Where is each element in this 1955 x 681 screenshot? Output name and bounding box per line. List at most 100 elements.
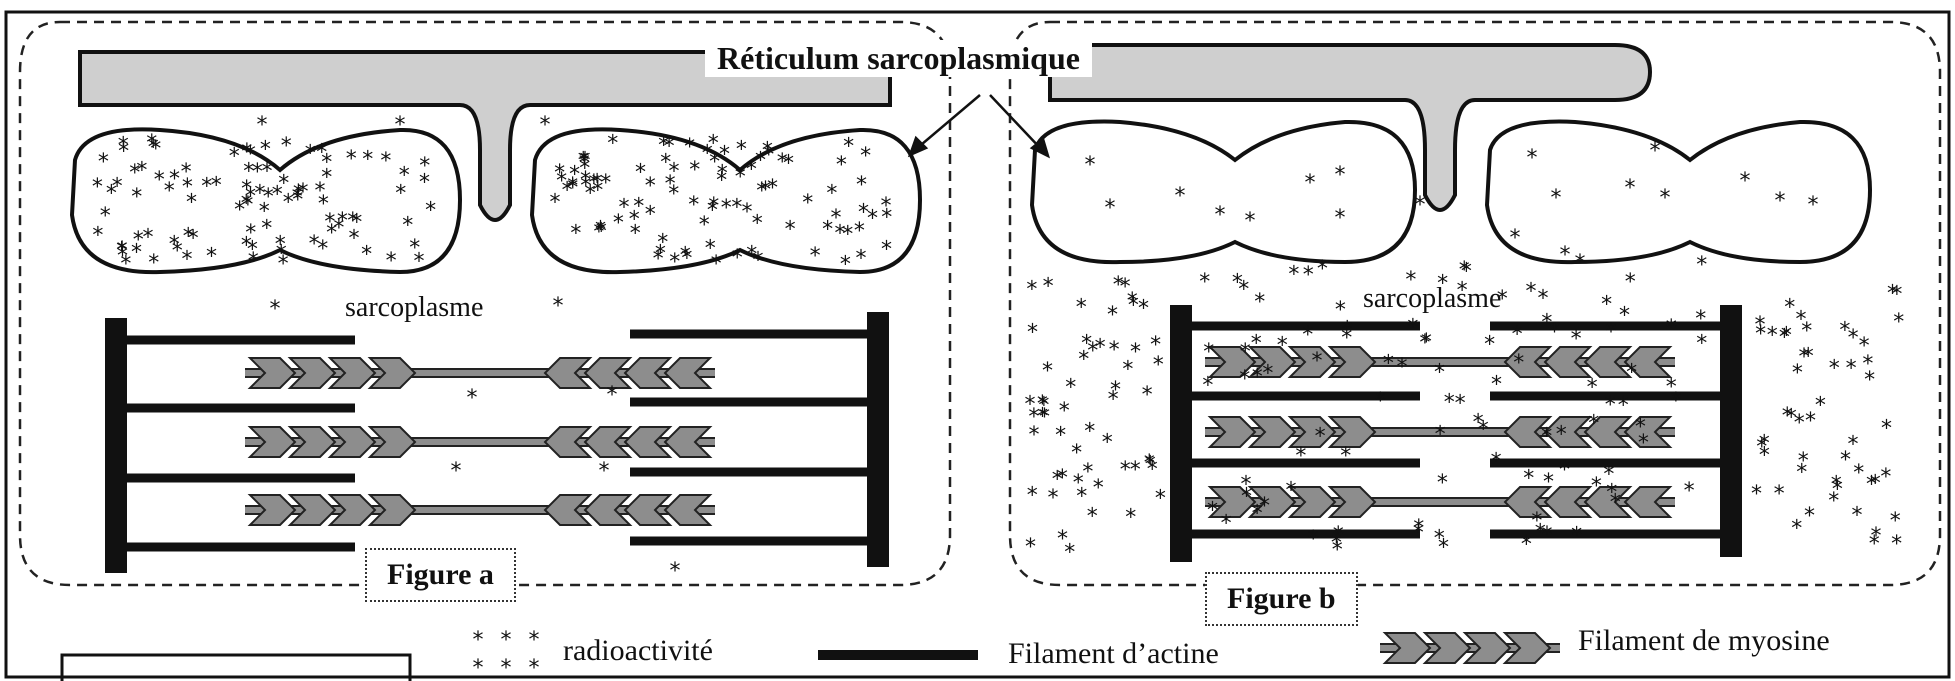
- svg-text:*: *: [1559, 458, 1570, 483]
- svg-text:*: *: [1076, 295, 1087, 320]
- svg-text:*: *: [1808, 193, 1819, 218]
- z-line-b-right: [1720, 305, 1742, 557]
- svg-text:*: *: [1341, 326, 1352, 351]
- svg-text:*: *: [92, 175, 103, 200]
- svg-text:*: *: [1437, 471, 1448, 496]
- svg-text:*: *: [1815, 393, 1826, 418]
- svg-text:*: *: [1696, 331, 1707, 356]
- svg-text:*: *: [1473, 410, 1484, 435]
- svg-text:*: *: [645, 202, 656, 227]
- svg-text:*: *: [1057, 466, 1068, 491]
- svg-text:*: *: [1510, 226, 1521, 251]
- svg-text:*: *: [732, 246, 743, 271]
- svg-text:*: *: [529, 628, 540, 653]
- svg-text:*: *: [1625, 176, 1636, 201]
- svg-text:*: *: [1295, 444, 1306, 469]
- figure-a-label: Figure a: [365, 548, 516, 602]
- svg-text:*: *: [1241, 485, 1252, 510]
- legend-radioactivity-symbol: *** ***: [473, 628, 540, 681]
- svg-text:*: *: [1491, 450, 1502, 475]
- svg-text:*: *: [136, 158, 147, 183]
- svg-text:*: *: [116, 239, 127, 264]
- svg-text:*: *: [1025, 535, 1036, 560]
- svg-text:*: *: [1078, 348, 1089, 373]
- legend-actin-label: Filament d’actine: [1008, 637, 1219, 671]
- svg-text:*: *: [1618, 394, 1629, 419]
- svg-text:*: *: [1335, 298, 1346, 323]
- svg-text:*: *: [1207, 498, 1218, 523]
- svg-text:*: *: [1254, 290, 1265, 315]
- svg-text:*: *: [1259, 494, 1270, 519]
- svg-text:*: *: [1846, 356, 1857, 381]
- svg-text:*: *: [1626, 361, 1637, 386]
- svg-text:*: *: [708, 194, 719, 219]
- svg-text:*: *: [131, 185, 142, 210]
- svg-text:*: *: [881, 205, 892, 230]
- svg-text:*: *: [1650, 139, 1661, 164]
- svg-text:*: *: [1065, 375, 1076, 400]
- z-line-a-right: [867, 312, 889, 567]
- svg-text:*: *: [1095, 335, 1106, 360]
- svg-text:*: *: [1055, 424, 1066, 449]
- svg-text:*: *: [261, 217, 272, 242]
- svg-text:*: *: [1027, 320, 1038, 345]
- svg-text:*: *: [529, 656, 540, 681]
- svg-text:*: *: [1245, 209, 1256, 234]
- svg-text:*: *: [1120, 458, 1131, 483]
- svg-text:*: *: [241, 177, 252, 202]
- svg-text:*: *: [263, 185, 274, 210]
- svg-text:*: *: [1203, 340, 1214, 365]
- svg-text:*: *: [1175, 184, 1186, 209]
- svg-text:*: *: [607, 383, 618, 408]
- svg-text:*: *: [1603, 463, 1614, 488]
- svg-text:*: *: [1059, 399, 1070, 424]
- svg-text:*: *: [1455, 392, 1466, 417]
- svg-text:*: *: [860, 144, 871, 169]
- svg-text:*: *: [613, 211, 624, 236]
- svg-text:*: *: [1799, 345, 1810, 370]
- svg-text:*: *: [1740, 169, 1751, 194]
- svg-text:*: *: [278, 252, 289, 277]
- svg-text:*: *: [1759, 443, 1770, 468]
- svg-text:*: *: [1407, 315, 1418, 340]
- svg-text:*: *: [1215, 203, 1226, 228]
- svg-text:*: *: [1893, 310, 1904, 335]
- svg-text:*: *: [473, 656, 484, 681]
- svg-text:*: *: [143, 225, 154, 250]
- legend-radioactivity-label: radioactivité: [563, 634, 713, 668]
- svg-text:*: *: [802, 191, 813, 216]
- svg-text:*: *: [112, 174, 123, 199]
- svg-text:*: *: [292, 188, 303, 213]
- svg-text:*: *: [206, 245, 217, 270]
- svg-text:*: *: [1302, 323, 1313, 348]
- svg-text:*: *: [705, 236, 716, 261]
- svg-text:*: *: [1526, 279, 1537, 304]
- svg-text:*: *: [595, 218, 606, 243]
- svg-text:*: *: [1340, 444, 1351, 469]
- svg-text:*: *: [1315, 425, 1326, 450]
- svg-text:*: *: [1871, 524, 1882, 549]
- svg-text:*: *: [169, 232, 180, 257]
- svg-text:*: *: [154, 168, 165, 193]
- svg-text:*: *: [1512, 322, 1523, 347]
- svg-text:*: *: [1286, 478, 1297, 503]
- svg-text:*: *: [98, 150, 109, 175]
- svg-text:*: *: [721, 196, 732, 221]
- svg-text:*: *: [1084, 419, 1095, 444]
- svg-text:*: *: [1277, 334, 1288, 359]
- svg-text:*: *: [1093, 476, 1104, 501]
- svg-text:*: *: [229, 144, 240, 169]
- svg-text:*: *: [1064, 541, 1075, 566]
- svg-text:*: *: [1043, 274, 1054, 299]
- svg-text:*: *: [1556, 423, 1567, 448]
- svg-text:*: *: [146, 131, 157, 156]
- svg-text:*: *: [1862, 352, 1873, 377]
- svg-text:*: *: [553, 294, 564, 319]
- svg-text:*: *: [1138, 296, 1149, 321]
- svg-text:*: *: [241, 140, 252, 165]
- svg-text:*: *: [1805, 409, 1816, 434]
- svg-text:*: *: [1601, 292, 1612, 317]
- svg-text:*: *: [856, 247, 867, 272]
- svg-text:*: *: [1105, 196, 1116, 221]
